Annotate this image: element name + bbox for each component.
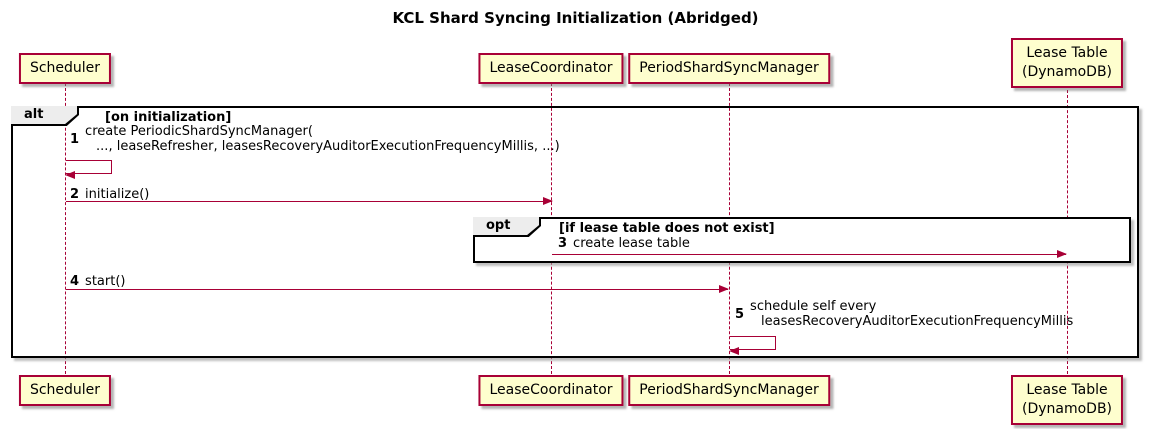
opt-condition: [if lease table does not exist] (559, 221, 775, 236)
message-number: 3 (558, 236, 568, 251)
message-1-label: 1 create PeriodicShardSyncManager( ..., … (70, 124, 560, 154)
alt-frame: alt [on initialization] (11, 106, 1139, 358)
message-text-line1: schedule self every (750, 299, 877, 314)
alt-condition: [on initialization] (105, 110, 232, 125)
participant-lease-table-bottom: Lease Table (DynamoDB) (1010, 375, 1124, 425)
participant-label: Scheduler (29, 60, 101, 76)
message-2-arrow (66, 197, 553, 205)
message-4-arrow (66, 285, 729, 293)
participant-label: LeaseCoordinator (489, 60, 613, 76)
message-4-label: 4 start() (70, 274, 125, 289)
alt-operator-label: alt (11, 106, 77, 124)
message-number: 2 (70, 187, 80, 202)
participant-label: Lease Table (1026, 45, 1108, 61)
lifeline-scheduler (65, 83, 66, 374)
participant-label: LeaseCoordinator (489, 382, 613, 398)
message-number: 5 (735, 306, 745, 322)
participant-label: PeriodShardSyncManager (639, 60, 819, 76)
participant-scheduler-bottom: Scheduler (18, 375, 112, 406)
participant-lease-table-top: Lease Table (DynamoDB) (1010, 38, 1124, 88)
message-1-self-arrow (65, 160, 112, 179)
message-2-label: 2 initialize() (70, 187, 149, 202)
message-text: schedule self every leasesRecoveryAudito… (750, 299, 1073, 329)
message-text: start() (85, 274, 126, 289)
message-text: create lease table (573, 236, 690, 251)
message-text-line1: create PeriodicShardSyncManager( (85, 124, 313, 139)
participant-lease-coordinator-bottom: LeaseCoordinator (478, 375, 624, 406)
opt-operator-label: opt (473, 217, 539, 235)
participant-sublabel: (DynamoDB) (1021, 401, 1113, 417)
participant-period-shard-sync-manager-top: PeriodShardSyncManager (628, 53, 830, 84)
message-3-arrow (552, 250, 1067, 258)
participant-sublabel: (DynamoDB) (1021, 64, 1113, 80)
opt-operator-tab: opt (473, 217, 541, 237)
participant-period-shard-sync-manager-bottom: PeriodShardSyncManager (628, 375, 830, 406)
message-text: initialize() (85, 187, 150, 202)
message-text: create PeriodicShardSyncManager( ..., le… (85, 124, 560, 154)
alt-operator-tab: alt (11, 106, 79, 126)
participant-label: PeriodShardSyncManager (639, 382, 819, 398)
message-text-line2: leasesRecoveryAuditorExecutionFrequencyM… (761, 314, 1074, 329)
participant-scheduler-top: Scheduler (18, 53, 112, 84)
message-number: 4 (70, 274, 80, 289)
participant-lease-coordinator-top: LeaseCoordinator (478, 53, 624, 84)
message-number: 1 (70, 131, 80, 147)
message-3-label: 3 create lease table (558, 236, 690, 251)
participant-label: Lease Table (1026, 382, 1108, 398)
message-text-line2: ..., leaseRefresher, leasesRecoveryAudit… (96, 139, 560, 154)
opt-frame: opt [if lease table does not exist] (473, 217, 1131, 263)
message-5-self-arrow (729, 336, 776, 355)
message-5-label: 5 schedule self every leasesRecoveryAudi… (735, 299, 1073, 329)
diagram-title: KCL Shard Syncing Initialization (Abridg… (392, 9, 759, 27)
participant-label: Scheduler (29, 382, 101, 398)
